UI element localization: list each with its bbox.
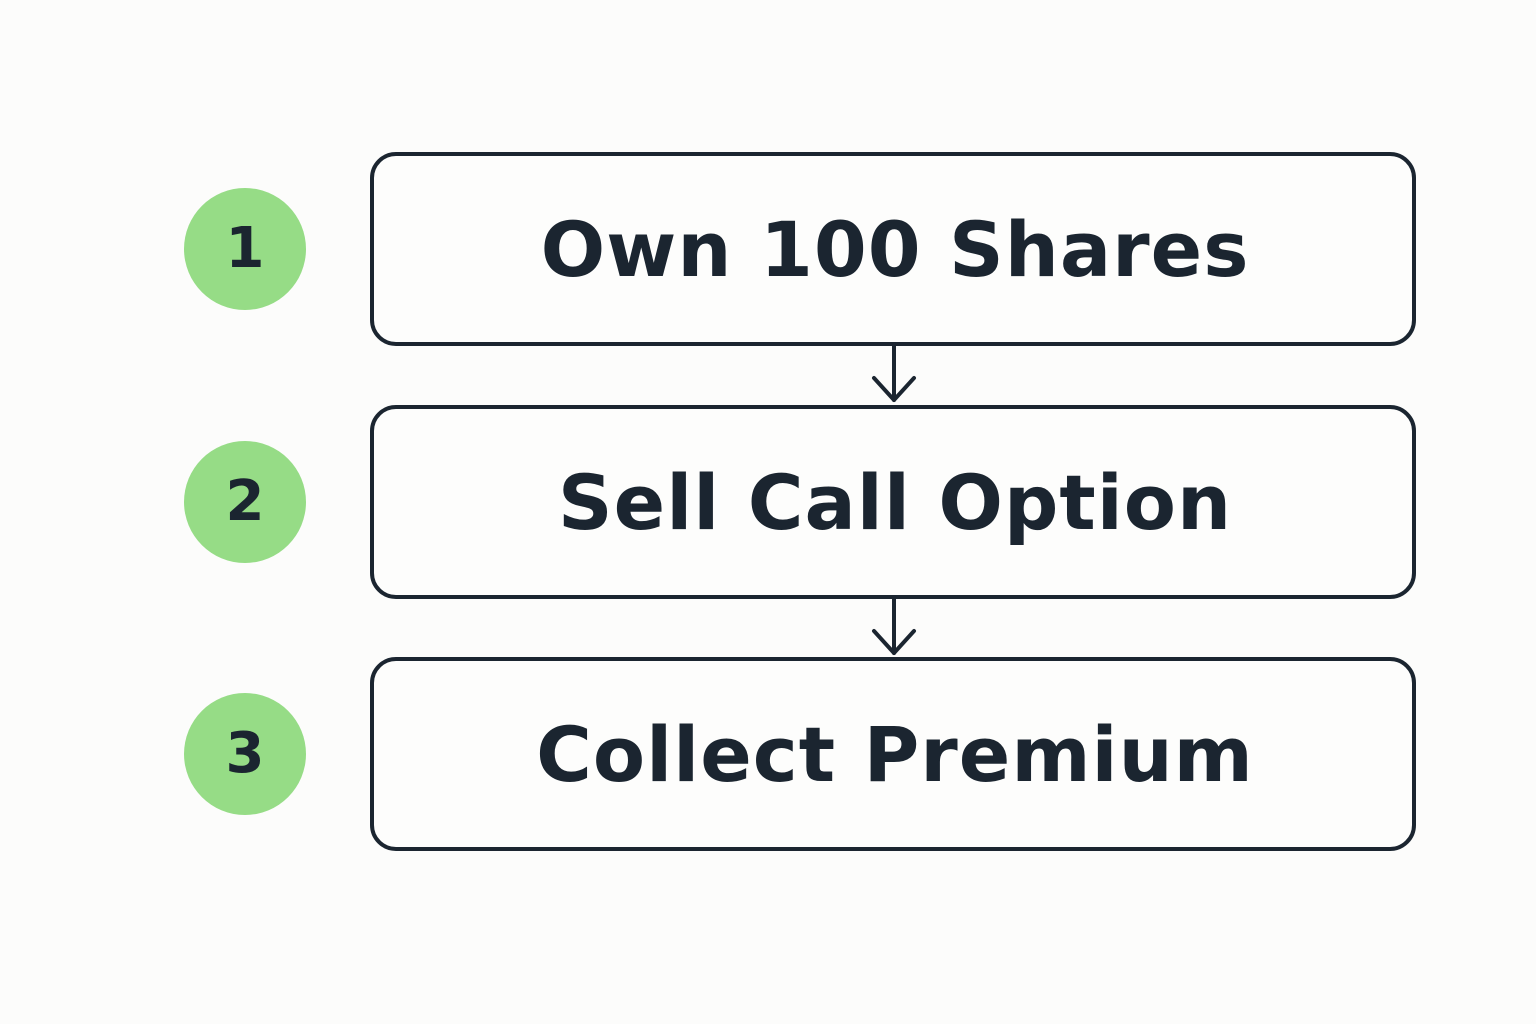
flow-step-1: 1 Own 100 Shares <box>0 152 1536 346</box>
step-box: Sell Call Option <box>370 405 1416 599</box>
step-number-badge: 2 <box>184 441 306 563</box>
step-label: Collect Premium <box>536 709 1254 799</box>
step-box: Collect Premium <box>370 657 1416 851</box>
arrow-down-icon <box>872 595 916 655</box>
flow-step-3: 3 Collect Premium <box>0 657 1536 851</box>
step-label: Own 100 Shares <box>540 204 1250 294</box>
step-number-badge: 3 <box>184 693 306 815</box>
step-label: Sell Call Option <box>557 457 1233 547</box>
step-number-badge: 1 <box>184 188 306 310</box>
step-box: Own 100 Shares <box>370 152 1416 346</box>
flow-step-2: 2 Sell Call Option <box>0 405 1536 599</box>
arrow-down-icon <box>872 342 916 402</box>
